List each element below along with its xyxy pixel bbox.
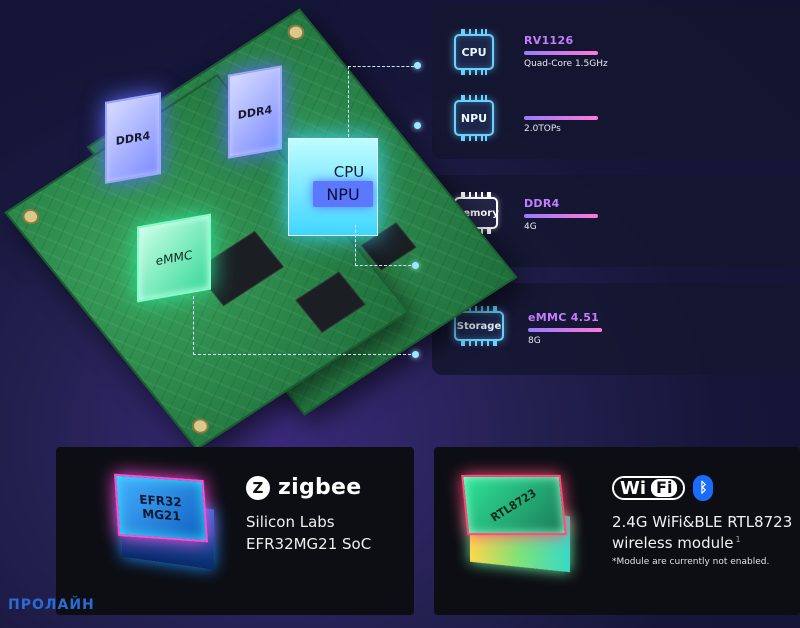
wifi-line1: 2.4G WiFi&BLE RTL8723 bbox=[612, 513, 793, 531]
ddr4-chip-right: DDR4 bbox=[228, 65, 282, 159]
spec-title-storage: eMMC 4.51 bbox=[528, 311, 600, 324]
spec-bar bbox=[524, 214, 598, 218]
connector-line bbox=[193, 296, 416, 355]
zigbee-logo-icon: Z bbox=[246, 475, 270, 500]
spec-sub-cpu: Quad-Core 1.5GHz bbox=[524, 59, 608, 69]
cpu-npu-block: CPU NPU bbox=[288, 138, 378, 236]
connector-dot bbox=[412, 351, 419, 358]
zigbee-panel: EFR32 MG21 Z zigbee Silicon Labs EFR32MG… bbox=[56, 447, 414, 615]
npu-icon: NPU bbox=[454, 95, 494, 141]
wifi-chip: RTL8723 bbox=[461, 467, 574, 577]
mounting-hole bbox=[188, 415, 213, 437]
spec-sub-memory: 4G bbox=[524, 222, 537, 232]
zigbee-line1: Silicon Labs bbox=[246, 513, 335, 531]
spec-row-cpu: CPU RV1126 Quad-Core 1.5GHz bbox=[454, 29, 608, 75]
mounting-hole bbox=[19, 206, 43, 228]
ddr4-chip-left: DDR4 bbox=[105, 92, 161, 184]
connector-dot bbox=[414, 122, 421, 129]
bluetooth-icon: ᛒ bbox=[693, 475, 714, 501]
connector-dot bbox=[414, 62, 421, 69]
emmc-chip: eMMC bbox=[137, 213, 211, 303]
spec-bar bbox=[528, 328, 602, 332]
connector-dot bbox=[412, 262, 419, 269]
wifi-chip-top: RTL8723 bbox=[461, 474, 567, 536]
zigbee-brand: Z zigbee bbox=[246, 475, 361, 500]
npu-chip-label: NPU bbox=[313, 181, 373, 207]
spec-bar bbox=[524, 51, 598, 55]
connector-line bbox=[355, 225, 416, 266]
spec-row-storage: Storage eMMC 4.51 8G bbox=[454, 306, 602, 346]
connector-line bbox=[348, 66, 419, 137]
footnote-mark: 1 bbox=[735, 535, 741, 544]
storage-icon: Storage bbox=[454, 306, 504, 346]
zigbee-line2: EFR32MG21 SoC bbox=[246, 535, 372, 553]
zigbee-chip: EFR32 MG21 bbox=[113, 467, 214, 570]
spec-row-npu: NPU 2.0TOPs bbox=[454, 95, 598, 141]
cpu-chip-label: CPU bbox=[333, 163, 365, 181]
spec-sub-npu: 2.0TOPs bbox=[524, 124, 561, 134]
spec-title-cpu: RV1126 bbox=[524, 34, 574, 47]
spec-card-storage: Storage eMMC 4.51 8G bbox=[432, 283, 800, 375]
spec-card-soc: CPU RV1126 Quad-Core 1.5GHz NPU 2.0TOPs bbox=[432, 4, 800, 159]
zigbee-chip-top: EFR32 MG21 bbox=[113, 473, 209, 543]
spec-sub-storage: 8G bbox=[528, 336, 541, 346]
wifi-note: *Module are currently not enabled. bbox=[612, 557, 770, 567]
mounting-hole bbox=[284, 21, 308, 43]
spec-bar bbox=[524, 116, 598, 120]
spec-title-memory: DDR4 bbox=[524, 197, 560, 210]
cpu-icon: CPU bbox=[454, 29, 494, 75]
watermark: ПРОЛАЙН bbox=[8, 597, 95, 613]
